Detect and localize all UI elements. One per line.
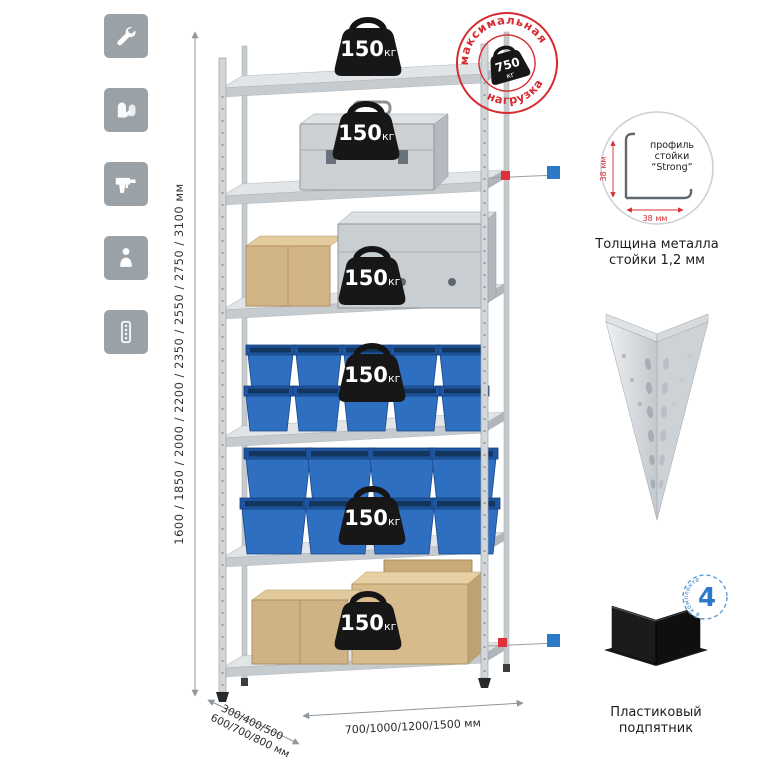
drill-glyph xyxy=(115,177,136,193)
corner-post-image xyxy=(605,313,709,521)
load-value: 150 xyxy=(344,506,388,530)
profile-connection-markers xyxy=(487,166,560,180)
profile-label-3: “Strong” xyxy=(651,162,692,173)
foot-caption-2: подпятник xyxy=(619,721,693,736)
load-value: 150 xyxy=(338,121,382,145)
drill-icon xyxy=(104,162,148,206)
foot-caption-1: Пластиковый xyxy=(610,705,701,720)
load-badge-1: 150 кг xyxy=(335,20,402,76)
load-value: 150 xyxy=(344,266,388,290)
corner-post-slots-left xyxy=(644,358,656,489)
front-left-foot xyxy=(216,692,229,702)
load-value: 150 xyxy=(340,611,384,635)
load-badge-5: 150 кг xyxy=(339,489,406,545)
plastic-foot-image xyxy=(604,605,708,666)
profile-dim-horizontal: 38 мм xyxy=(643,214,668,223)
red-marker-bottom xyxy=(498,638,507,647)
shelving-rack: 150 кг 150 кг 150 кг 150 кг 150 кг xyxy=(216,20,510,702)
load-badge-4: 150 кг xyxy=(339,346,406,402)
wrench-glyph xyxy=(117,27,136,46)
profile-caption-1: Толщина металла xyxy=(594,237,718,252)
load-unit: кг xyxy=(384,620,397,633)
stamp-load-value: 750 xyxy=(494,55,522,75)
load-unit: кг xyxy=(382,130,395,143)
blue-marker-bottom xyxy=(547,634,560,647)
included-badge: в комплекте 4 xyxy=(682,574,728,620)
load-unit: кг xyxy=(388,372,401,385)
gloves-glyph xyxy=(117,102,136,118)
cardboard-boxes-bottom xyxy=(251,559,483,665)
gloves-icon xyxy=(104,88,148,132)
profile-caption-2: стойки 1,2 мм xyxy=(609,253,705,268)
rear-left-foot xyxy=(241,678,248,686)
profile-drawing xyxy=(624,132,693,200)
height-dimension: 1600 / 1850 / 2000 / 2200 / 2350 / 2550 … xyxy=(172,31,199,697)
load-value: 150 xyxy=(344,363,388,387)
included-badge-number: 4 xyxy=(698,583,716,613)
rear-left-post xyxy=(241,45,248,679)
corner-post-slots-right xyxy=(658,358,670,489)
rear-right-foot xyxy=(503,664,510,672)
rear-right-post xyxy=(503,31,510,665)
width-dimension-label: 700/1000/1200/1500 мм xyxy=(344,716,481,736)
front-left-post xyxy=(218,57,227,693)
load-unit: кг xyxy=(388,515,401,528)
width-dimension: 700/1000/1200/1500 мм xyxy=(302,699,524,737)
load-badge-6: 150 кг xyxy=(335,594,402,650)
front-right-foot xyxy=(478,678,491,688)
profile-callout: 38 мм 38 мм профиль стойки “Strong” Толщ… xyxy=(594,111,719,268)
person-icon xyxy=(104,236,148,280)
height-dimension-label: 1600 / 1850 / 2000 / 2200 / 2350 / 2550 … xyxy=(172,183,186,544)
load-badge-3: 150 кг xyxy=(339,249,406,305)
foot-connection-markers xyxy=(487,634,560,647)
profile-dim-vertical: 38 мм xyxy=(599,157,608,182)
person-glyph xyxy=(120,248,132,267)
blue-marker-top xyxy=(547,166,560,179)
max-load-stamp: максимальная нагрузка 750 кг xyxy=(446,1,558,114)
profile-label-2: стойки xyxy=(655,151,690,162)
corner-post-holes xyxy=(621,353,693,407)
load-unit: кг xyxy=(388,275,401,288)
load-value: 150 xyxy=(340,37,384,61)
depth-dimension: 300/400/500 600/700/800 мм xyxy=(207,699,300,760)
front-right-post xyxy=(480,43,489,679)
load-badge-2: 150 кг xyxy=(333,104,400,160)
load-unit: кг xyxy=(384,46,397,59)
profile-label-1: профиль xyxy=(650,140,694,151)
stamp-load-unit: кг xyxy=(505,70,516,81)
cardboard-box-small xyxy=(245,235,345,307)
red-marker-top xyxy=(501,171,510,180)
perforated-post-glyph xyxy=(121,320,131,344)
wrench-icon xyxy=(104,14,148,58)
perforated-post-icon xyxy=(104,310,148,354)
